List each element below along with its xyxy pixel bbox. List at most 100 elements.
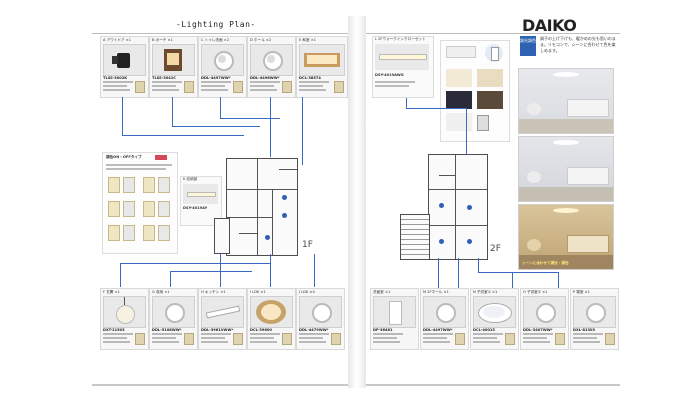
fixture-photo	[523, 296, 566, 328]
lamp-swatch	[331, 333, 341, 345]
spec-line	[201, 337, 225, 339]
fixture-code: DDL-5108WW*	[152, 328, 182, 332]
feature-text: 調子の上げ下げも、暖かめの光も思いのまま。リモコンで、シーンに合わせて色を楽しめ…	[540, 36, 616, 53]
fixture-code: DDL-4497WW*	[423, 328, 453, 332]
fixture-card-d[interactable]: D ホール ×2 DDL-4496WW*	[247, 36, 296, 98]
fixture-label: H キッチン ×1	[201, 290, 226, 294]
switch-thumb	[143, 201, 155, 217]
fixture-code: DDL-3961VWW*	[201, 328, 234, 332]
switch-thumb	[108, 201, 120, 217]
spec-line	[250, 337, 274, 339]
fixture-label: C トイレ洗面 ×2	[201, 38, 230, 42]
connector-line	[172, 126, 260, 127]
spec-line	[152, 89, 179, 91]
spec-line	[250, 85, 274, 87]
fixture-code: DXL-81303	[573, 328, 596, 332]
spec-line	[103, 81, 133, 83]
bottom-rule	[366, 384, 620, 386]
connector-line	[172, 97, 173, 127]
fixture-code: DDL-4496WW*	[250, 76, 280, 80]
lamp-swatch	[233, 81, 243, 93]
fixture-card-p[interactable]: P 寝室 ×1 DXL-81303	[570, 288, 619, 350]
spec-line	[523, 337, 547, 339]
fixture-code: DSY-4019AY	[183, 206, 208, 210]
room-photo	[518, 136, 614, 202]
fixture-label: D ホール ×2	[250, 38, 272, 42]
fixture-card-b[interactable]: B ポーチ ×1 TLSS-3041C	[149, 36, 198, 98]
connector-line	[406, 108, 466, 109]
badge	[155, 155, 167, 160]
fixture-card-m[interactable]: M 2Fホール ×1 DDL-4497WW*	[420, 288, 469, 350]
fixture-code: DDL-3407WW*	[523, 328, 553, 332]
spec-line	[250, 89, 277, 91]
light-marker	[265, 235, 270, 240]
fixture-card-c[interactable]: C トイレ洗面 ×2 DDL-4497WW*	[198, 36, 247, 98]
plan-wall	[227, 217, 272, 218]
fixture-card-g[interactable]: G 収納 ×1 DDL-5108WW*	[149, 288, 198, 350]
room-photo: シーンに合わせて調光・調色	[518, 204, 614, 270]
fixture-code: DSY-4019AWG	[375, 73, 404, 77]
scene-thumb	[446, 113, 472, 131]
fixture-card-j[interactable]: J LDK ×4 DDL-4479WW*	[296, 288, 345, 350]
spec-line	[201, 89, 228, 91]
floor-plan-1f-annex	[214, 218, 230, 254]
fixture-card-a[interactable]: A アウトドア ×1 TLSS-3002K	[100, 36, 149, 98]
fixture-card-e[interactable]: E 和室 ×1 DCL-38574	[296, 36, 348, 98]
connector-line	[302, 97, 303, 165]
bottom-rule	[92, 384, 348, 386]
fixture-label: P 寝室 ×1	[573, 290, 590, 294]
spec-line	[152, 341, 179, 343]
fixture-label: M 2Fホール ×1	[423, 290, 449, 294]
plan-wall	[239, 233, 257, 234]
feature-tag: 調光調色	[520, 36, 536, 56]
spec-line	[373, 341, 400, 343]
floor-plan-2f[interactable]	[428, 154, 488, 260]
fixture-photo	[299, 44, 345, 76]
light-marker	[282, 213, 287, 218]
spec-line	[423, 337, 447, 339]
fixture-photo	[299, 296, 342, 328]
connector-line	[438, 258, 439, 288]
spec-line	[423, 333, 453, 335]
spec-line	[473, 341, 500, 343]
lamp-swatch	[184, 333, 194, 345]
connector-line	[120, 263, 121, 287]
fixture-label: I LDK ×1	[250, 290, 266, 294]
spec-line	[103, 89, 130, 91]
fixture-card-f[interactable]: F 玄関 ×1 DXT-21503	[100, 288, 149, 350]
fixture-label: 洗面室 ×1	[373, 290, 391, 294]
scene-thumb	[446, 69, 472, 87]
fixture-photo	[103, 44, 146, 76]
fixture-photo	[201, 296, 244, 328]
connector-line	[512, 272, 513, 288]
connector-line	[122, 135, 244, 136]
floor-plan-1f[interactable]	[226, 158, 298, 256]
fixture-card-h[interactable]: H キッチン ×1 DDL-3961VWW*	[198, 288, 247, 350]
spec-line	[573, 333, 603, 335]
plan-wall	[429, 225, 487, 226]
switch-thumb	[123, 177, 135, 193]
plan-wall	[279, 169, 297, 170]
fixture-photo	[152, 296, 195, 328]
fixture-card-n[interactable]: N 子供室① ×1 DCL-40015	[470, 288, 519, 350]
switch-thumb	[123, 201, 135, 217]
light-marker	[439, 203, 444, 208]
fixture-card-l[interactable]: L 2Fウォークインクローゼット DSY-4019AWG	[372, 36, 434, 98]
connector-line	[220, 254, 221, 287]
spec-line	[523, 333, 553, 335]
spec-line	[201, 341, 228, 343]
text-line	[106, 168, 166, 170]
left-page: -Lighting Plan- A アウトドア ×1 TLSS-3002K B …	[92, 18, 348, 388]
fixture-photo	[201, 44, 244, 76]
fixture-photo	[250, 44, 293, 76]
book-gutter	[348, 16, 366, 388]
switch-thumb	[123, 225, 135, 241]
fixture-card-o[interactable]: O 子供室② ×1 DDL-3407WW*	[520, 288, 569, 350]
fixture-card-i[interactable]: I LDK ×1 DCL-39600	[247, 288, 296, 350]
room-photo	[518, 68, 614, 134]
spec-line	[152, 81, 182, 83]
fixture-label: B ポーチ ×1	[152, 38, 173, 42]
switch-panel: 調色ON・OFFタイプ	[102, 152, 178, 254]
fixture-card-k[interactable]: K 収納部 DSY-4019AY	[180, 176, 222, 226]
fixture-card-washroom[interactable]: 洗面室 ×1 DP-36461	[370, 288, 419, 350]
